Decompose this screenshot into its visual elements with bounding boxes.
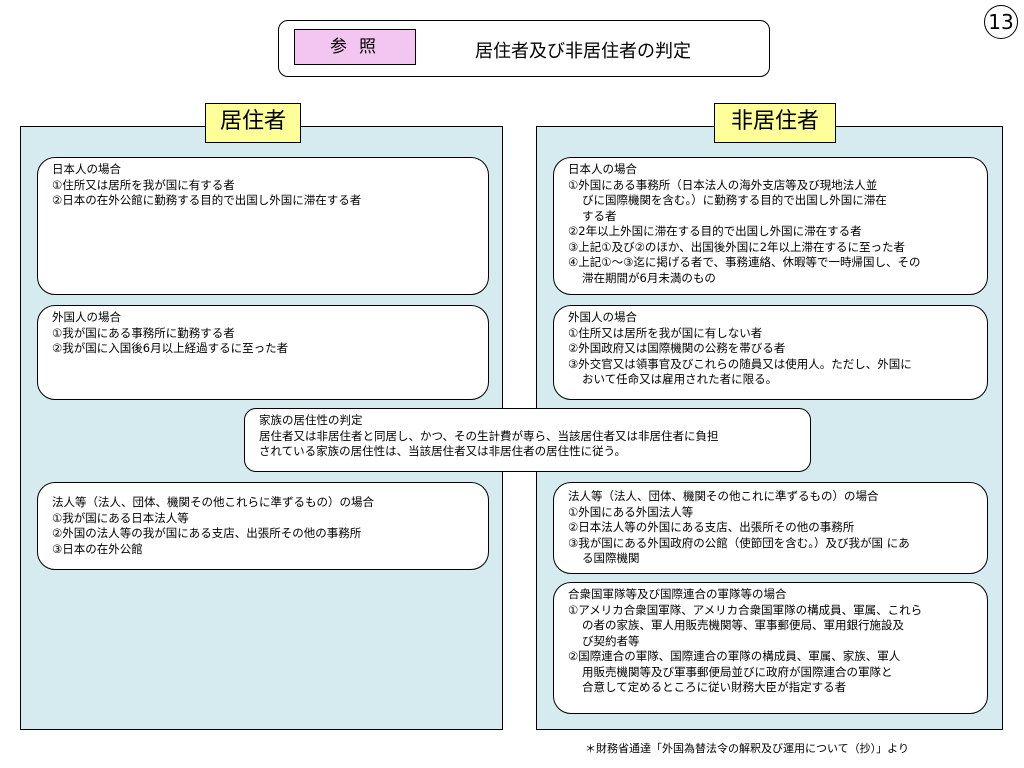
list-item: ②我が国に入国後6月以上経過するに至った者 [52, 341, 289, 355]
list-item: ②国際連合の軍隊、国際連合の軍隊の構成員、軍属、家族、軍人 [568, 649, 901, 663]
list-item: ①住所又は居所を我が国に有する者 [52, 177, 235, 192]
list-item-continuation: る国際機関 [582, 551, 640, 565]
list-item: ②日本の在外公館に勤務する目的で出国し外国に滞在する者 [52, 193, 362, 207]
box-heading: 法人等（法人、団体、機関その他これに準ずるもの）の場合 [568, 489, 879, 503]
list-item: ④上記①～③迄に掲げる者で、事務連絡、休暇等で一時帰国し、その [568, 255, 921, 269]
family-text-line: 居住者又は非居住者と同居し、かつ、その生計費が専ら、当該居住者又は非居住者に負担 [259, 428, 719, 443]
box-heading: 外国人の場合 [52, 310, 121, 324]
list-item-continuation: する者 [582, 208, 617, 223]
list-item-continuation: 合意して定めるところに従い財務大臣が指定する者 [582, 680, 847, 694]
resident-foreigner-box: 外国人の場合 ①我が国にある事務所に勤務する者 ②我が国に入国後6月以上経過する… [37, 305, 489, 400]
box-heading: 外国人の場合 [568, 310, 637, 324]
non-resident-foreigner-box: 外国人の場合 ①住所又は居所を我が国に有しない者 ②外国政府又は国際機関の公務を… [553, 305, 988, 400]
list-item: ②外国政府又は国際機関の公務を帯びる者 [568, 341, 786, 355]
non-resident-japanese-box: 日本人の場合 ①外国にある事務所（日本法人の海外支店等及び現地法人並 びに国際機… [553, 157, 988, 295]
list-item: ①我が国にある日本法人等 [52, 510, 189, 525]
page-number: 13 [984, 5, 1018, 39]
list-item: ②日本法人等の外国にある支店、出張所その他の事務所 [568, 520, 855, 534]
list-item: ①我が国にある事務所に勤務する者 [52, 325, 235, 340]
list-item: ①外国にある外国法人等 [568, 504, 694, 519]
list-item: ①外国にある事務所（日本法人の海外支店等及び現地法人並 [568, 177, 878, 192]
box-heading: 合衆国軍隊等及び国際連合の軍隊等の場合 [568, 587, 787, 601]
non-resident-header: 非居住者 [714, 103, 836, 143]
box-heading: 日本人の場合 [568, 162, 637, 176]
title-box: 参照 居住者及び非居住者の判定 [278, 20, 770, 77]
family-text-line: されている家族の居住性は、当該居住者又は非居住者の居住性に従う。 [259, 444, 626, 458]
list-item-continuation: 用販売機関等及び軍事郵便局並びに政府が国際連合の軍隊と [582, 664, 893, 679]
list-item: ③外交官又は領事官及びこれらの随員又は使用人。ただし、外国に [568, 356, 912, 371]
reference-label: 参照 [294, 29, 416, 65]
list-item-continuation: の者の家族、軍人用販売機関等、軍事郵便局、軍用銀行施設及 [582, 618, 904, 632]
family-residency-box: 家族の居住性の判定 居住者又は非居住者と同居し、かつ、その生計費が専ら、当該居住… [244, 408, 811, 472]
list-item: ③上記①及び②のほか、出国後外国に2年以上滞在するに至った者 [568, 239, 906, 254]
non-resident-corporation-box: 法人等（法人、団体、機関その他これに準ずるもの）の場合 ①外国にある外国法人等 … [553, 482, 988, 574]
list-item-continuation: びに国際機関を含む。）に勤務する目的で出国し外国に滞在 [582, 193, 887, 207]
box-heading: 家族の居住性の判定 [259, 413, 363, 427]
non-resident-military-box: 合衆国軍隊等及び国際連合の軍隊等の場合 ①アメリカ合衆国軍隊、アメリカ合衆国軍隊… [553, 582, 988, 714]
page-title: 居住者及び非居住者の判定 [475, 41, 691, 62]
list-item-continuation: おいて任命又は雇用された者に限る。 [582, 372, 778, 386]
source-footnote: ＊財務省通達「外国為替法令の解釈及び運用について（抄）」より [585, 742, 909, 755]
box-heading: 日本人の場合 [52, 162, 121, 176]
list-item-continuation: 滞在期間が6月未満のもの [582, 270, 716, 285]
resident-corporation-box: 法人等（法人、団体、機関その他これらに準ずるもの）の場合 ①我が国にある日本法人… [37, 482, 489, 570]
resident-header: 居住者 [205, 103, 301, 143]
list-item: ③我が国にある外国政府の公館（使節団を含む。）及び我が国 にあ [568, 535, 910, 550]
list-item: ②2年以上外国に滞在する目的で出国し外国に滞在する者 [568, 224, 862, 238]
list-item: ③日本の在外公館 [52, 541, 143, 556]
resident-japanese-box: 日本人の場合 ①住所又は居所を我が国に有する者 ②日本の在外公館に勤務する目的で… [37, 157, 489, 295]
box-heading: 法人等（法人、団体、機関その他これらに準ずるもの）の場合 [52, 495, 374, 509]
list-item: ②外国の法人等の我が国にある支店、出張所その他の事務所 [52, 526, 362, 540]
list-item-continuation: び契約者等 [582, 633, 640, 648]
list-item: ①住所又は居所を我が国に有しない者 [568, 325, 763, 340]
list-item: ①アメリカ合衆国軍隊、アメリカ合衆国軍隊の構成員、軍属、これら [568, 602, 923, 617]
